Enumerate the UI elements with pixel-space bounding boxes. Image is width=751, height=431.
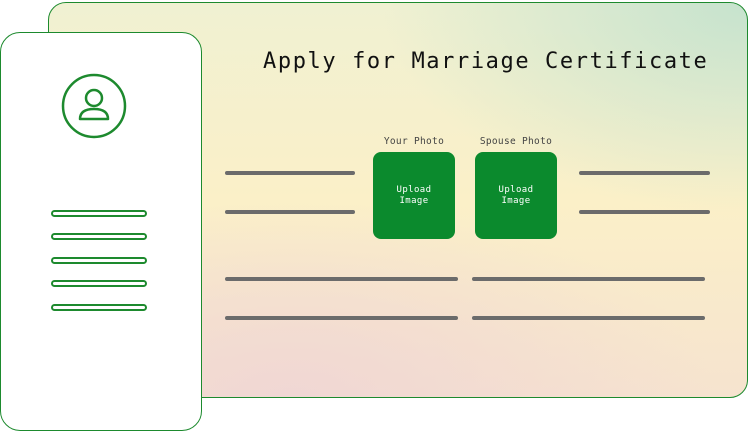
form-field-placeholder[interactable] [225, 277, 458, 281]
your-photo-upload-button[interactable]: Upload Image [373, 152, 455, 239]
spouse-photo-upload-button[interactable]: Upload Image [475, 152, 557, 239]
sidebar-menu-item[interactable] [51, 210, 147, 217]
sidebar-menu-item[interactable] [51, 280, 147, 287]
sidebar-menu-item[interactable] [51, 304, 147, 311]
upload-button-label: Upload Image [486, 185, 546, 207]
form-field-placeholder[interactable] [225, 210, 355, 214]
form-field-placeholder[interactable] [579, 171, 710, 175]
your-photo-label: Your Photo [383, 136, 445, 147]
upload-text-line1: Upload [396, 184, 432, 195]
form-field-placeholder[interactable] [225, 171, 355, 175]
form-field-placeholder[interactable] [472, 277, 705, 281]
upload-text-line1: Upload [498, 184, 534, 195]
upload-button-label: Upload Image [384, 185, 444, 207]
form-field-placeholder[interactable] [225, 316, 458, 320]
sidebar-menu-item[interactable] [51, 257, 147, 264]
upload-text-line2: Image [501, 195, 531, 206]
sidebar-menu-item[interactable] [51, 233, 147, 240]
upload-text-line2: Image [399, 195, 429, 206]
user-icon[interactable] [61, 73, 127, 139]
page-title: Apply for Marriage Certificate [263, 49, 709, 74]
form-field-placeholder[interactable] [579, 210, 710, 214]
spouse-photo-label: Spouse Photo [479, 136, 553, 147]
form-field-placeholder[interactable] [472, 316, 705, 320]
